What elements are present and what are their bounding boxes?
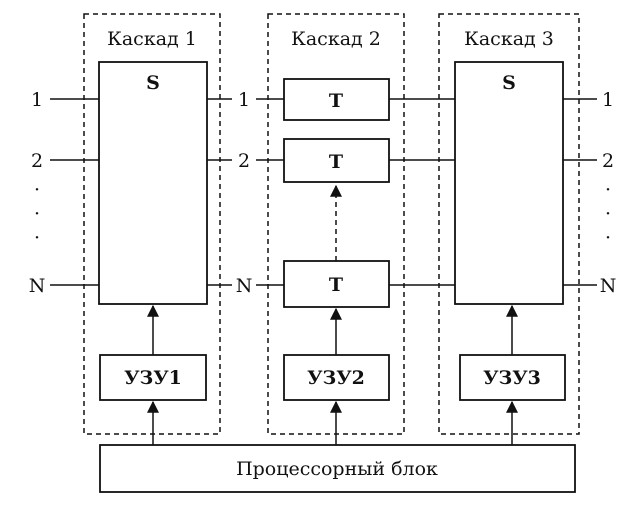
cascade-3-title: Каскад 3: [464, 28, 554, 50]
left-dot-3: ·: [34, 227, 40, 249]
memory-unit-3-label: УЗУ3: [483, 367, 541, 389]
switch-s-3: [454, 61, 564, 305]
t-block-2-label: T: [329, 151, 343, 173]
right-dot-3: ·: [605, 227, 611, 249]
switch-s-1: [98, 61, 208, 305]
middle-label-2: 2: [238, 150, 250, 172]
output-label-2: 2: [602, 150, 614, 172]
processor-block-label: Процессорный блок: [236, 458, 438, 480]
input-label-1: 1: [31, 89, 43, 111]
middle-label-n: N: [236, 275, 253, 297]
right-dot-2: ·: [605, 203, 611, 225]
switch-s-3-label: S: [502, 72, 516, 94]
cascade-1-frame: [83, 13, 221, 435]
t-block-1: [283, 78, 390, 121]
memory-unit-1: [99, 354, 207, 401]
output-label-1: 1: [602, 89, 614, 111]
input-label-2: 2: [31, 150, 43, 172]
cascade-3-frame: [438, 13, 580, 435]
memory-unit-1-label: УЗУ1: [124, 367, 182, 389]
memory-unit-2-label: УЗУ2: [307, 367, 365, 389]
left-dot-2: ·: [34, 203, 40, 225]
t-block-n-label: T: [329, 274, 343, 296]
processor-block: [99, 444, 576, 493]
switch-s-1-label: S: [146, 72, 160, 94]
output-label-n: N: [600, 275, 617, 297]
middle-label-1: 1: [238, 89, 250, 111]
t-block-1-label: T: [329, 90, 343, 112]
cascade-1-title: Каскад 1: [107, 28, 197, 50]
input-label-n: N: [29, 275, 46, 297]
memory-unit-2: [283, 354, 390, 401]
cascade-2-title: Каскад 2: [291, 28, 381, 50]
left-dot-1: ·: [34, 179, 40, 201]
right-dot-1: ·: [605, 179, 611, 201]
